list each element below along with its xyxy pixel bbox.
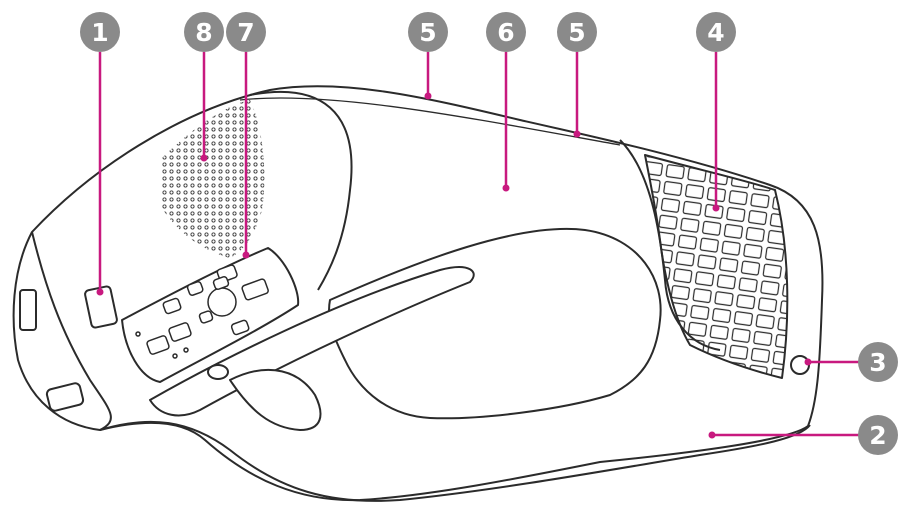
callout-8-label: 8 (195, 18, 212, 47)
upper-housing-contour (249, 91, 353, 291)
callout-badges: 1 8 7 5 6 5 4 3 (80, 12, 898, 455)
callout-6: 6 (486, 12, 526, 52)
air-vent-grille (644, 154, 789, 379)
callout-6-label: 6 (497, 18, 514, 47)
callout-1-label: 1 (91, 18, 108, 47)
callout-1: 1 (80, 12, 120, 52)
callout-7-label: 7 (237, 18, 254, 47)
callout-8: 8 (184, 12, 224, 52)
callout-3-label: 3 (869, 348, 886, 377)
lens-slot (229, 368, 322, 431)
callout-7: 7 (226, 12, 266, 52)
projector-body (12, 85, 824, 502)
speaker-grille (160, 100, 265, 258)
front-side-panel (19, 289, 37, 331)
projector-front-face (31, 231, 112, 431)
top-ridge-line (239, 97, 621, 146)
callout-2: 2 (858, 415, 898, 455)
leader-lines (98, 52, 862, 437)
callout-5b: 5 (557, 12, 597, 52)
lens-channel (149, 266, 475, 417)
callout-5a-label: 5 (419, 18, 436, 47)
control-buttons (135, 264, 269, 359)
callout-5b-label: 5 (568, 18, 585, 47)
callout-3: 3 (858, 342, 898, 382)
callout-4: 4 (696, 12, 736, 52)
front-foot (45, 382, 85, 412)
leader-dots (96, 92, 812, 439)
focus-ring (207, 364, 229, 380)
callout-2-label: 2 (869, 421, 886, 450)
callout-5a: 5 (408, 12, 448, 52)
callout-4-label: 4 (707, 18, 724, 47)
remote-receiver-front (84, 285, 118, 329)
projector-bottom-lip (99, 420, 811, 502)
lamp-cover (328, 228, 662, 420)
